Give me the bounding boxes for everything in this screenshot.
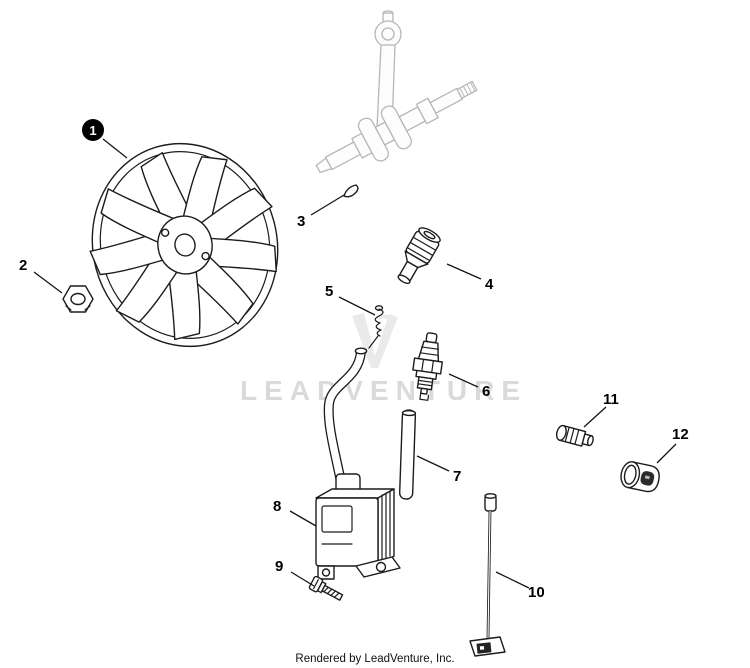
callout-5[interactable]: 5 bbox=[325, 283, 334, 300]
callout-10[interactable]: 10 bbox=[528, 584, 545, 601]
part-5-spring bbox=[368, 305, 384, 349]
part-9-screw bbox=[308, 575, 344, 601]
leadventure-logo-watermark-icon bbox=[352, 313, 398, 368]
part-11-plug-cap bbox=[555, 424, 594, 447]
watermark-text: LEADVENTURE bbox=[240, 375, 527, 406]
callout-2[interactable]: 2 bbox=[19, 257, 28, 274]
callout-11[interactable]: 11 bbox=[603, 391, 619, 408]
part-3-woodruff-key bbox=[343, 184, 359, 198]
part-8-ignition-coil bbox=[315, 347, 401, 580]
callout-9[interactable]: 9 bbox=[275, 558, 284, 575]
part-12-end-cap bbox=[620, 461, 660, 493]
part-6-spark-plug bbox=[412, 332, 443, 401]
part-7-tube bbox=[398, 409, 417, 500]
callout-6[interactable]: 6 bbox=[482, 383, 491, 400]
part-2-flywheel-nut bbox=[62, 285, 94, 313]
callout-7[interactable]: 7 bbox=[453, 468, 462, 485]
callout-3[interactable]: 3 bbox=[297, 213, 306, 230]
callout-1[interactable]: 1 bbox=[82, 119, 104, 141]
part-crankshaft bbox=[315, 10, 478, 174]
leader-lines bbox=[33, 138, 677, 589]
callout-4[interactable]: 4 bbox=[485, 276, 494, 293]
footer-text: Rendered by LeadVenture, Inc. bbox=[295, 653, 455, 665]
part-1-flywheel bbox=[89, 142, 279, 348]
callout-12[interactable]: 12 bbox=[672, 426, 689, 443]
part-10-switch-wire bbox=[469, 493, 506, 657]
callout-8[interactable]: 8 bbox=[273, 498, 282, 515]
part-4-intake-fitting bbox=[397, 227, 441, 285]
